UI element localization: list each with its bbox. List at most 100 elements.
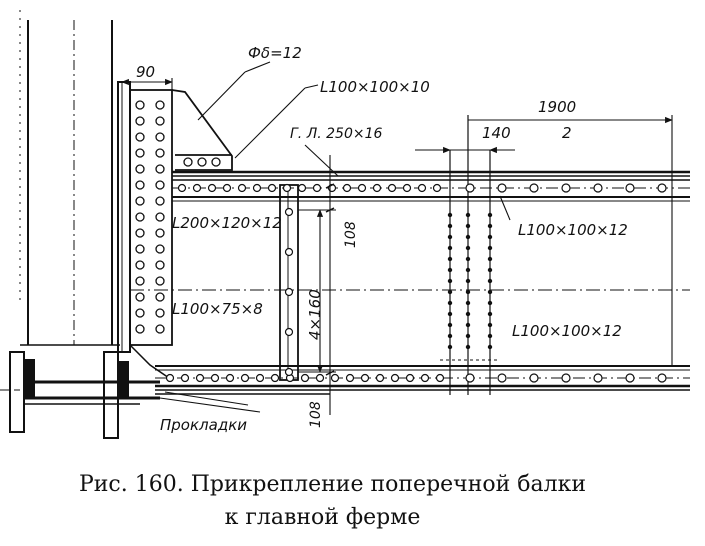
rivet [197, 157, 207, 167]
rivet [465, 267, 471, 273]
dim-90-label: 90 [136, 63, 155, 81]
top-angle-label: L100×100×10 [320, 78, 430, 96]
rivet [155, 228, 165, 238]
splice-region [440, 115, 500, 395]
rivet [420, 373, 430, 383]
rivet [487, 245, 493, 251]
rivet [447, 344, 453, 350]
rivet [465, 289, 471, 295]
rivet [135, 260, 145, 270]
rivet [417, 183, 427, 193]
rivet [657, 373, 667, 383]
rivet [529, 373, 539, 383]
rivet [561, 183, 571, 193]
rivet [284, 327, 294, 337]
rivet [561, 373, 571, 383]
rivet [447, 245, 453, 251]
rivet [487, 212, 493, 218]
rivet [342, 183, 352, 193]
rivet [240, 373, 250, 383]
dim-1900-label: 1900 [538, 98, 576, 116]
rivet [487, 267, 493, 273]
rivet [135, 132, 145, 142]
rivet [135, 244, 145, 254]
dim-108-top-label: 108 [343, 221, 359, 248]
shims-label: Прокладки [160, 416, 247, 434]
gusset-plate-label: Г. Л. 250×16 [290, 126, 382, 142]
rivet [465, 373, 475, 383]
rivet [487, 278, 493, 284]
rivet [135, 212, 145, 222]
rivet [497, 183, 507, 193]
rivet [465, 311, 471, 317]
rivet [375, 373, 385, 383]
figure-caption-line-2: к главной ферме [224, 505, 421, 530]
rivet [135, 116, 145, 126]
rivet [487, 234, 493, 240]
rivet [435, 373, 445, 383]
dimension-lines [121, 61, 673, 415]
rivet [402, 183, 412, 193]
top-flange-rivets [177, 183, 667, 193]
stiffener-rivets [284, 207, 294, 377]
rivet [155, 132, 165, 142]
rivet [195, 373, 205, 383]
cross-beam-top-flange [172, 154, 690, 202]
plate-rivets [135, 100, 221, 334]
rivet [447, 333, 453, 339]
rivet [465, 300, 471, 306]
rivet [465, 344, 471, 350]
rivet [300, 373, 310, 383]
rivet [155, 116, 165, 126]
rivet [155, 260, 165, 270]
bottom-flange-rivets [165, 373, 667, 383]
rivet [447, 212, 453, 218]
rivet [155, 196, 165, 206]
rivet [372, 183, 382, 193]
rivet [390, 373, 400, 383]
right-bottom-angle-label: L100×100×12 [512, 322, 622, 340]
rivet [297, 183, 307, 193]
rivet [487, 300, 493, 306]
rivet [155, 100, 165, 110]
rivet [487, 311, 493, 317]
rivet [312, 183, 322, 193]
figure-caption-line-1: Рис. 160. Прикрепление поперечной балки [78, 472, 587, 497]
rivet [177, 183, 187, 193]
dim-2-label: 2 [562, 124, 572, 142]
rivet [252, 183, 262, 193]
main-truss-bottom-node [0, 351, 160, 439]
rivet [465, 245, 471, 251]
rivet [487, 289, 493, 295]
rivet [155, 212, 165, 222]
rivet [270, 373, 280, 383]
dim-108-bottom-label: 108 [308, 401, 324, 428]
rivet [447, 311, 453, 317]
rivet [135, 292, 145, 302]
rivet [135, 180, 145, 190]
rivet [284, 367, 294, 377]
rivet [155, 308, 165, 318]
rivet [135, 100, 145, 110]
rivet [207, 183, 217, 193]
rivet [593, 373, 603, 383]
rivet [165, 373, 175, 383]
rivet [357, 183, 367, 193]
rivet [345, 373, 355, 383]
rivet [447, 278, 453, 284]
rivet [360, 373, 370, 383]
splice-rivets [447, 212, 493, 350]
rivet [465, 212, 471, 218]
cross-beam-bottom-flange [145, 365, 690, 395]
rivet [255, 373, 265, 383]
right-top-angle-label: L100×100×12 [518, 221, 628, 239]
rivet [387, 183, 397, 193]
rivet [284, 247, 294, 257]
rivet [282, 183, 292, 193]
rivet [135, 228, 145, 238]
angle-200-label: L200×120×12 [172, 214, 282, 232]
rivet [155, 148, 165, 158]
rivet [447, 300, 453, 306]
rivet [593, 183, 603, 193]
rivet [135, 308, 145, 318]
